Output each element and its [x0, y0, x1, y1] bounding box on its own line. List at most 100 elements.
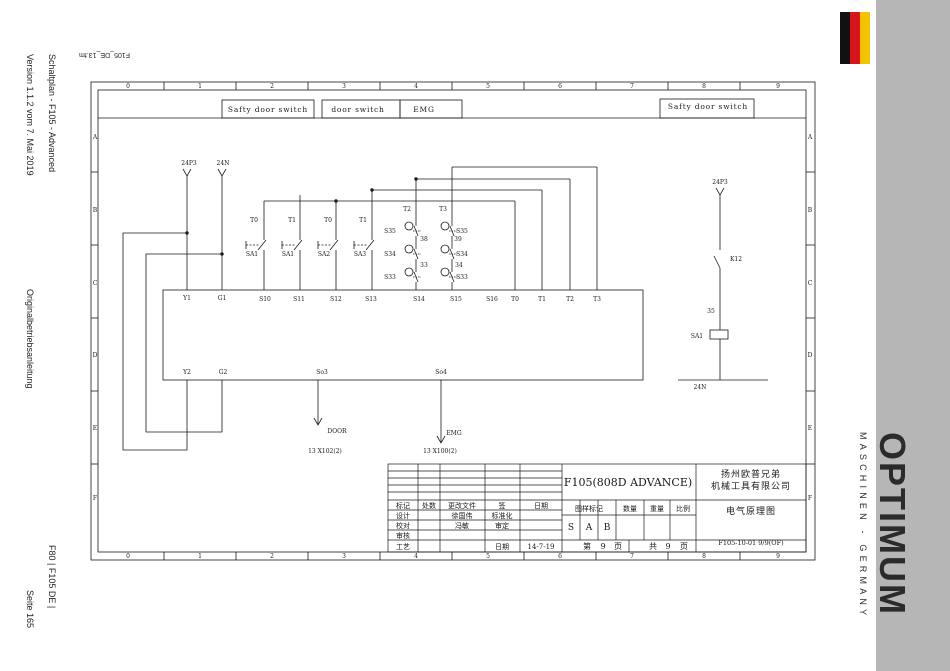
col-label-bottom: 3: [342, 553, 346, 560]
module-pin: T1: [538, 296, 546, 303]
company-name-line2: 机械工具有限公司: [711, 480, 791, 492]
output-ref: 13 X102(2): [308, 448, 342, 455]
signoff-name: 冯敏: [455, 521, 469, 530]
col-label-bottom: 5: [486, 553, 490, 560]
switch-label: T1: [288, 217, 296, 224]
switch-label: T3: [439, 206, 447, 213]
sheet-number: 9: [600, 542, 605, 551]
header-safety-door-switch: Safty door switch: [228, 105, 308, 114]
module-pin: S10: [259, 296, 271, 303]
mark-b: B: [604, 523, 611, 533]
signoff-role: 日期: [495, 543, 509, 551]
row-label-left: B: [93, 207, 98, 214]
col-label-bottom: 4: [414, 553, 418, 560]
frame-inner: [97, 89, 807, 553]
header-emg: EMG: [413, 105, 435, 114]
revision-header: 标记: [396, 501, 410, 510]
row-label-left: D: [93, 352, 98, 359]
switch-label: T0: [324, 217, 332, 224]
button-label: S35: [456, 228, 468, 235]
col-label-top: 4: [414, 83, 418, 90]
signoff-role: 设计: [396, 511, 410, 520]
row-label-right: E: [808, 425, 812, 432]
button-label: S34: [384, 251, 396, 258]
module-pin: S15: [450, 296, 462, 303]
header-safety-door-switch-2: Safty door switch: [668, 102, 748, 111]
col-label-bottom: 6: [558, 553, 562, 560]
col-label-top: 3: [342, 83, 346, 90]
company-name-line1: 扬州欧普兄弟: [721, 468, 781, 480]
wire-number: 39: [454, 236, 462, 243]
module-pin: T0: [511, 296, 519, 303]
signoff-role: 工艺: [396, 543, 410, 551]
row-label-right: C: [808, 280, 813, 287]
revision-header: 日期: [534, 502, 548, 510]
switch-label: T0: [250, 217, 258, 224]
module-pin: So3: [316, 369, 328, 376]
button-label: S33: [456, 274, 468, 281]
col-label-top: 8: [702, 83, 706, 90]
module-pin: S14: [413, 296, 425, 303]
module-pin: S11: [293, 296, 305, 303]
col-label-bottom: 2: [270, 553, 274, 560]
mark-a: A: [585, 523, 593, 533]
module-pin: S13: [365, 296, 377, 303]
wire-number: 33: [420, 262, 428, 269]
col-label-bottom: 8: [702, 553, 706, 560]
row-label-right: D: [808, 352, 813, 359]
button-label: S34: [456, 251, 468, 258]
switch-id: SA1: [282, 251, 294, 258]
spec-header: 图样标记: [575, 504, 603, 513]
wire-number: 38: [420, 236, 428, 243]
col-label-top: 5: [486, 83, 490, 90]
signoff-role: 校对: [396, 521, 410, 530]
revision-header: 签: [499, 501, 506, 510]
title-block: [387, 463, 807, 553]
drawing-number: F105-10-01 9/9(OF): [718, 539, 784, 547]
signoff-role: 标准化: [492, 511, 513, 520]
module-pin: S12: [330, 296, 342, 303]
drawing-title: F105(808D ADVANCE): [564, 476, 692, 489]
switch-label: T2: [403, 206, 411, 213]
module-pin: Y2: [182, 369, 191, 376]
button-label: S33: [384, 274, 396, 281]
relay-coil-label: SA1: [691, 333, 703, 340]
col-label-top: 1: [198, 83, 202, 90]
spec-header: 比例: [676, 504, 690, 513]
col-label-top: 2: [270, 83, 274, 90]
frame-outer: [90, 81, 816, 561]
relay-contact-label: K12: [730, 256, 742, 263]
switch-id: SA1: [246, 251, 258, 258]
column-ticks: [163, 82, 741, 560]
output-signal: DOOR: [327, 428, 347, 435]
button-label: S35: [384, 228, 396, 235]
wiring: [122, 166, 768, 451]
module-pin: So4: [435, 369, 447, 376]
module-pin: T3: [593, 296, 601, 303]
col-label-bottom: 9: [776, 553, 780, 560]
document-type: 电气原理图: [726, 505, 776, 517]
module-pin: Y1: [182, 295, 191, 302]
german-flag-icon: [840, 12, 870, 64]
relay-coil: [709, 329, 729, 340]
sheet-unit: 页: [614, 542, 622, 551]
sheet-total: 9: [665, 542, 670, 551]
supply-label: 24N: [694, 384, 707, 391]
supply-label: 24N: [217, 160, 230, 167]
row-label-left: A: [92, 134, 98, 141]
row-label-right: F: [808, 495, 812, 502]
sheet-label: 第: [583, 541, 591, 551]
sheet-total-unit: 页: [680, 542, 688, 551]
module-pin: S16: [486, 296, 498, 303]
signoff-role: 审核: [396, 531, 410, 540]
output-ref: 13 X100(2): [423, 448, 457, 455]
col-label-top: 0: [126, 83, 130, 90]
module-pin: T2: [566, 296, 574, 303]
emergency-buttons: [404, 221, 457, 283]
spec-header: 数量: [623, 504, 637, 513]
row-label-right: B: [808, 207, 813, 214]
brand-band: [876, 0, 950, 671]
output-signal: EMG: [446, 430, 462, 437]
row-label-left: C: [93, 280, 98, 287]
